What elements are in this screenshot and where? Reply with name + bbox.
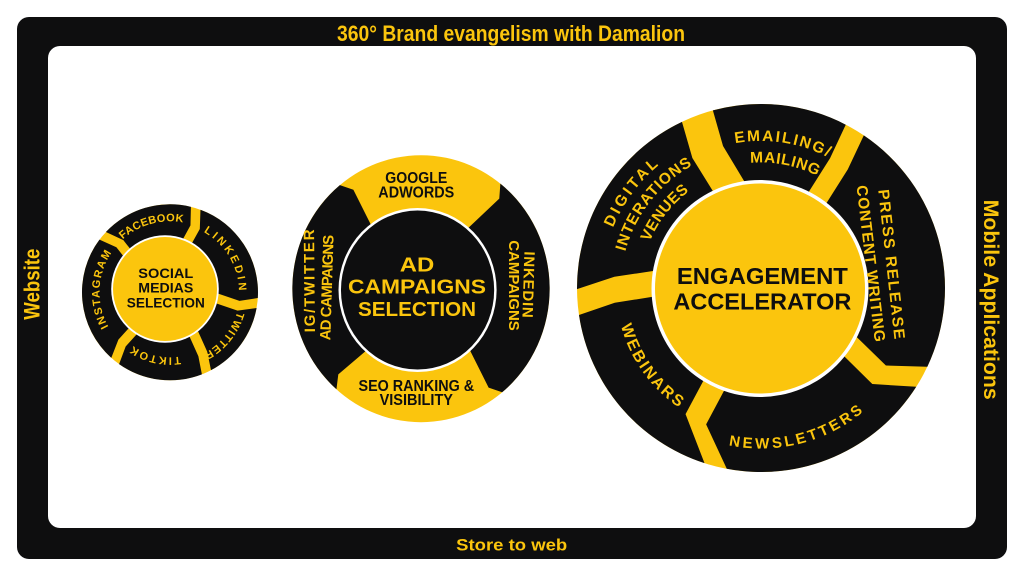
svg-text:SEO RANKING &VISIBILITY: SEO RANKING &VISIBILITY: [359, 378, 475, 409]
svg-text:IG/TWITTER: IG/TWITTER: [301, 228, 319, 333]
svg-text:Website: Website: [20, 249, 45, 320]
svg-text:AD CAMPAIGNS: AD CAMPAIGNS: [317, 235, 337, 341]
svg-text:CAMPAIGNS: CAMPAIGNS: [505, 240, 522, 331]
svg-text:Store to web: Store to web: [456, 537, 567, 555]
svg-text:INKEDIN: INKEDIN: [518, 251, 537, 319]
svg-text:Mobile Applications: Mobile Applications: [979, 200, 1002, 400]
svg-text:360° Brand evangelism with Dam: 360° Brand evangelism with Damalion: [337, 21, 685, 46]
